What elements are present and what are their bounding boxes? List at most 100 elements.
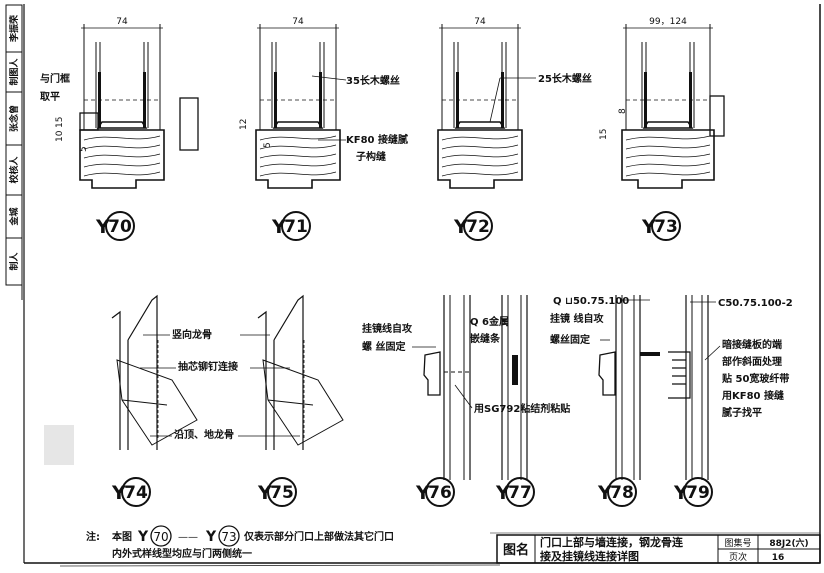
ref-circle (121, 477, 151, 507)
callout: 子构缝 (356, 150, 386, 163)
door-frame (437, 129, 523, 189)
track (116, 359, 198, 446)
trim (179, 97, 199, 151)
joint-board (668, 351, 691, 399)
signature-name: 制图人 (8, 58, 20, 86)
ref-circle (651, 211, 681, 241)
callout: C50.75.100-2 (718, 298, 793, 309)
steel-stud (501, 72, 504, 128)
callout: 35长木螺丝 (346, 74, 400, 87)
ref-prefix: Y (137, 529, 149, 545)
dimension-label: 99，124 (649, 17, 687, 27)
wood-grain (441, 162, 519, 168)
top-details: 74Y7074Y7174Y7299，124Y73与门框取平1510535长木螺丝… (40, 17, 725, 241)
ref-circle (218, 525, 240, 547)
ref-number: 73 (654, 217, 678, 237)
ref-number: 77 (508, 483, 532, 503)
note-text: 仅表示部分门口上部做法其它门口 (243, 530, 394, 543)
wood-grain (83, 144, 161, 150)
ref-number: 79 (686, 483, 710, 503)
page-number: 16 (772, 553, 785, 563)
wood-grain (625, 135, 711, 141)
title-name-label: 图名 (503, 542, 529, 558)
wood-grain (83, 135, 161, 141)
callout: Q ⊔50.75.100 (553, 296, 629, 307)
callout: 25长木螺丝 (538, 72, 592, 85)
callout: 用KF80 接缝 (721, 389, 784, 402)
door-frame (621, 129, 715, 189)
note-dash: —— (178, 532, 198, 543)
ref-prefix: Y (205, 529, 217, 545)
picture-rail (598, 351, 616, 396)
dimension-label: 8 (618, 108, 628, 114)
callout: Q 6金属 (470, 315, 509, 328)
wall-section (501, 295, 528, 480)
callout: KF80 接缝腻 (346, 133, 408, 146)
ref-number: 73 (221, 530, 236, 544)
callout: 沿顶、地龙骨 (174, 428, 234, 441)
dimension-label: 5 (263, 142, 273, 148)
ref-circle (425, 477, 455, 507)
trim (709, 95, 725, 137)
callout: 与门框 (40, 72, 70, 85)
wood-grain (259, 171, 337, 177)
callout: 竖向龙骨 (172, 328, 212, 341)
wall-section (443, 295, 471, 480)
callout: 挂镜线自攻 (362, 322, 413, 335)
line (311, 75, 347, 81)
line (454, 384, 473, 409)
metal-strip (512, 355, 518, 385)
wood-grain (625, 144, 711, 150)
door-frame (255, 129, 341, 189)
callout: 腻子找平 (722, 406, 762, 419)
wood-grain (83, 162, 161, 168)
scan-gray-block (44, 425, 74, 465)
track (642, 121, 694, 129)
ref-number: 70 (108, 217, 132, 237)
wood-grain (625, 162, 711, 168)
track (272, 121, 324, 129)
wood-grain (441, 153, 519, 159)
dimension-label: 74 (292, 17, 304, 27)
note: 注: 本图 Y 70 —— Y 73 仅表示部分门口上部做法其它门口 内外式样线… (59, 525, 501, 567)
title-block (490, 532, 821, 564)
wood-grain (625, 171, 711, 177)
callout: 取平 (40, 91, 60, 103)
callout: 螺丝固定 (550, 333, 590, 346)
signature-name: 张念曾 (8, 105, 20, 132)
callout: 贴 50宽玻纤带 (721, 372, 789, 385)
wood-grain (259, 153, 337, 159)
line (489, 77, 501, 123)
q-channel (640, 352, 660, 356)
vertical-stud (257, 294, 304, 450)
callout: 抽芯铆钉连接 (178, 360, 238, 373)
wall-section (615, 295, 641, 480)
vertical-stud (111, 294, 158, 450)
note-text: 本图 (112, 530, 132, 543)
ref-number: 71 (284, 217, 308, 237)
callout: 用SG792粘结剂粘贴 (473, 402, 570, 415)
callout: 暗接缝板的端 (722, 338, 782, 351)
atlas-number: 88J2(六) (769, 537, 808, 549)
ref-number: 75 (270, 483, 294, 503)
door-frame (79, 129, 165, 189)
ref-circle (105, 211, 135, 241)
ref-circle (607, 477, 637, 507)
wood-grain (259, 162, 337, 168)
dimension-label: 74 (116, 17, 128, 27)
signature-name: 校核人 (8, 156, 20, 184)
track (262, 359, 344, 446)
ref-circle (463, 211, 493, 241)
wood-grain (83, 171, 161, 177)
detail-y74: Y74 (111, 294, 198, 507)
track (454, 121, 506, 129)
dimension-label: 74 (474, 17, 486, 27)
note-text: 内外式样线型均应与门两侧统一 (112, 547, 252, 560)
strip-cell (5, 237, 23, 286)
signature-name: 金城 (8, 207, 20, 226)
